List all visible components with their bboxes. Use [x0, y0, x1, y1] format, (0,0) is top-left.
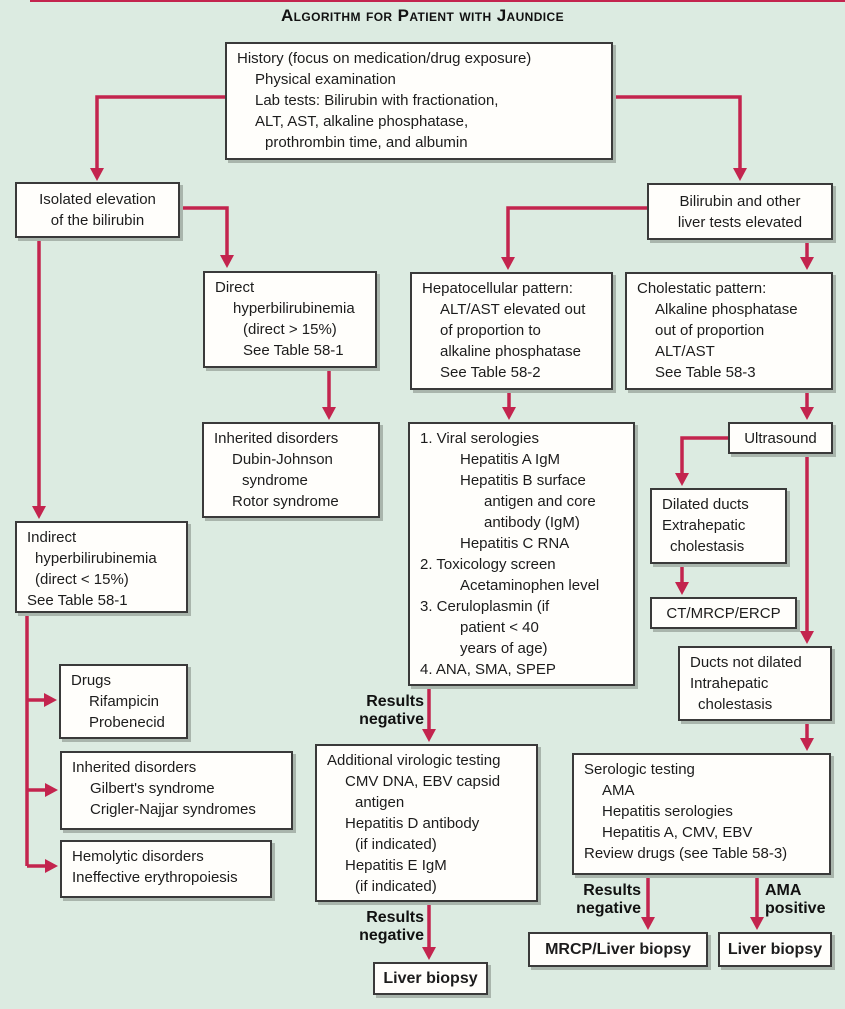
box-serologic-testing: Serologic testing AMA Hepatitis serologi…	[572, 753, 831, 875]
box-ct-mrcp-ercp: CT/MRCP/ERCP	[650, 597, 797, 629]
box-additional-virologic: Additional virologic testing CMV DNA, EB…	[315, 744, 538, 902]
box-viral-serologies: 1. Viral serologies Hepatitis A IgM Hepa…	[408, 422, 635, 686]
box-ducts-not-dilated: Ducts not dilated Intrahepatic cholestas…	[678, 646, 832, 721]
box-mrcp-liver-biopsy: MRCP/Liver biopsy	[528, 932, 708, 967]
box-indirect-hyperbilirubinemia: Indirect hyperbilirubinemia (direct < 15…	[15, 521, 188, 613]
box-ultrasound: Ultrasound	[728, 422, 833, 454]
box-history: History (focus on medication/drug exposu…	[225, 42, 613, 160]
box-drugs: Drugs Rifampicin Probenecid	[59, 664, 188, 739]
box-dubin-rotor: Inherited disorders Dubin-Johnson syndro…	[202, 422, 380, 518]
label-ama-positive: AMA positive	[765, 882, 826, 917]
box-hemolytic: Hemolytic disorders Ineffective erythrop…	[60, 840, 272, 898]
box-bilirubin-elevated: Bilirubin and other liver tests elevated	[647, 183, 833, 240]
label-results-negative-2: Results negative	[359, 909, 424, 944]
label-results-negative-1: Results negative	[359, 693, 424, 728]
box-direct-hyperbilirubinemia: Direct hyperbilirubinemia (direct > 15%)…	[203, 271, 377, 368]
top-rule	[30, 0, 845, 2]
box-gilbert-crigler: Inherited disorders Gilbert's syndrome C…	[60, 751, 293, 830]
box-dilated-ducts: Dilated ducts Extrahepatic cholestasis	[650, 488, 787, 564]
box-liver-biopsy-mid: Liver biopsy	[373, 962, 488, 995]
box-isolated-elevation: Isolated elevation of the bilirubin	[15, 182, 180, 238]
label-results-negative-3: Results negative	[576, 882, 641, 917]
page-title: Algorithm for Patient with Jaundice	[280, 6, 565, 25]
box-hepatocellular-pattern: Hepatocellular pattern: ALT/AST elevated…	[410, 272, 613, 390]
box-cholestatic-pattern: Cholestatic pattern: Alkaline phosphatas…	[625, 272, 833, 390]
box-liver-biopsy-right: Liver biopsy	[718, 932, 832, 967]
